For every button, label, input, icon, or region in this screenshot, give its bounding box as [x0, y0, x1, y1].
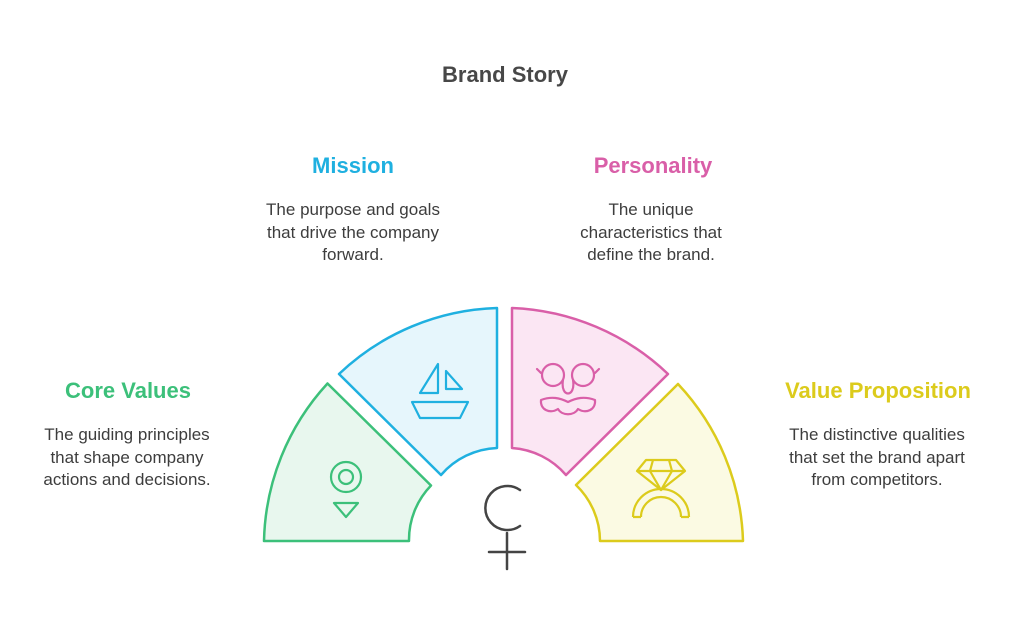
- mission-title: Mission: [312, 153, 394, 178]
- mission-description-line: that drive the company: [267, 222, 439, 242]
- sailboat-icon: [410, 362, 470, 420]
- diamond-ring-icon: [631, 458, 691, 519]
- core-values-description-line: actions and decisions.: [43, 470, 211, 489]
- mission-description-line: The purpose and goals: [266, 200, 440, 219]
- personality-description: The unique characteristics that define t…: [531, 199, 771, 267]
- mission-description: The purpose and goals that drive the com…: [233, 199, 473, 267]
- value-proposition-segment: [574, 382, 745, 543]
- disguise-glasses-icon: [535, 362, 601, 416]
- value-proposition-title: Value Proposition: [785, 378, 971, 403]
- value-proposition-description-line: The distinctive qualities: [789, 425, 965, 444]
- value-proposition-description: The distinctive qualities that set the b…: [757, 424, 997, 492]
- value-proposition-description-line: that set the brand apart: [789, 447, 965, 467]
- personality-description-line: The unique: [608, 200, 694, 219]
- venus-symbol-icon: [484, 484, 527, 571]
- location-pin-icon: [329, 460, 363, 519]
- mission-segment: [337, 306, 499, 477]
- personality-segment: [510, 306, 670, 477]
- value-proposition-description-line: from competitors.: [811, 470, 943, 489]
- personality-description-line: define the brand.: [587, 245, 715, 264]
- core-values-title: Core Values: [65, 378, 191, 403]
- core-values-description-line: that shape company: [50, 447, 204, 467]
- core-values-description-line: The guiding principles: [44, 425, 210, 444]
- mission-description-line: forward.: [322, 245, 384, 264]
- diagram-title: Brand Story: [442, 62, 568, 87]
- core-values-description: The guiding principles that shape compan…: [7, 424, 247, 492]
- personality-description-line: characteristics that: [580, 222, 722, 242]
- personality-title: Personality: [593, 153, 713, 178]
